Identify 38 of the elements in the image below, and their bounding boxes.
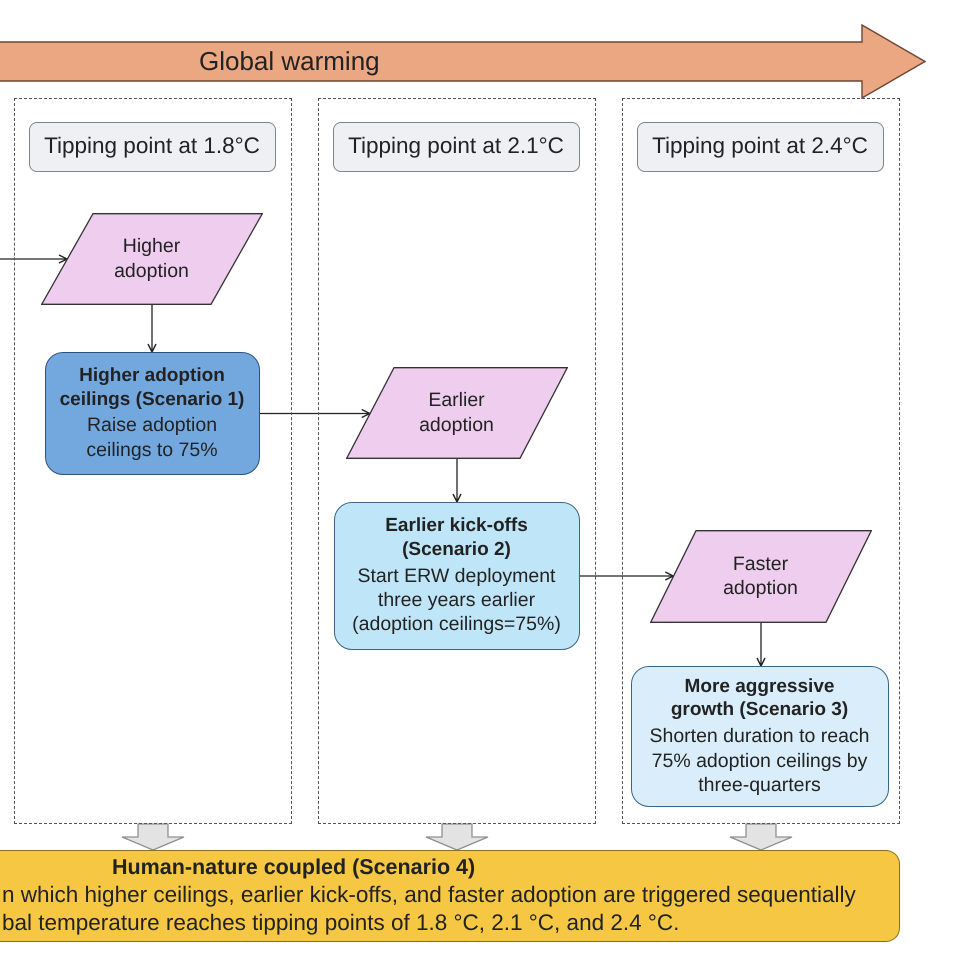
dashed-panel bbox=[622, 98, 900, 824]
banner-label: Global warming bbox=[199, 45, 380, 77]
block-arrow bbox=[729, 823, 793, 851]
block-arrow bbox=[121, 823, 185, 851]
header-text: Tipping point at 2.1°C bbox=[348, 132, 564, 160]
step-text: Earlier adoption bbox=[418, 388, 495, 437]
header-box bbox=[28, 122, 276, 172]
block-arrow bbox=[425, 823, 489, 851]
box-text: n which higher ceilings, earlier kick-offs, and faster adoption are triggered sequentially bal temperature reaches tipping points of 1.8 °C, 2.1 °C, and 2.4 °C. bbox=[2, 881, 857, 937]
scenario-box bbox=[44, 352, 260, 474]
arrow bbox=[580, 571, 674, 581]
scenario-box bbox=[630, 666, 888, 806]
arrow bbox=[260, 408, 370, 418]
box-text: Shorten duration to reach 75% adoption ceilings by three-quarters bbox=[648, 724, 871, 798]
arrow bbox=[452, 459, 462, 503]
header-box bbox=[332, 122, 580, 172]
arrow bbox=[756, 623, 766, 667]
header-box bbox=[636, 122, 884, 172]
scenario-box bbox=[334, 502, 580, 650]
parallelogram-step bbox=[40, 212, 262, 304]
box-text: Raise adoption ceilings to 75% bbox=[85, 413, 219, 462]
step-text: Faster adoption bbox=[722, 552, 799, 600]
banner-arrow bbox=[0, 24, 926, 99]
dashed-panel bbox=[318, 98, 596, 824]
header-text: Tipping point at 2.4°C bbox=[652, 132, 868, 160]
step-text: Higher adoption bbox=[113, 234, 190, 283]
dashed-panel bbox=[14, 98, 292, 824]
arrow bbox=[0, 254, 68, 264]
box-text: Start ERW deployment three years earlier (adoption ceilings=75%) bbox=[351, 564, 562, 637]
parallelogram-step bbox=[650, 530, 872, 622]
box-title: Human-nature coupled (Scenario 4) bbox=[112, 854, 476, 881]
header-text: Tipping point at 1.8°C bbox=[44, 132, 260, 160]
parallelogram-step bbox=[346, 366, 568, 458]
summary-box bbox=[0, 850, 900, 942]
box-title: Earlier kick-offs (Scenario 2) bbox=[384, 514, 529, 562]
box-title: More aggressive growth (Scenario 3) bbox=[670, 674, 850, 722]
box-title: Higher adoption ceilings (Scenario 1) bbox=[58, 364, 246, 412]
arrow bbox=[147, 305, 157, 353]
